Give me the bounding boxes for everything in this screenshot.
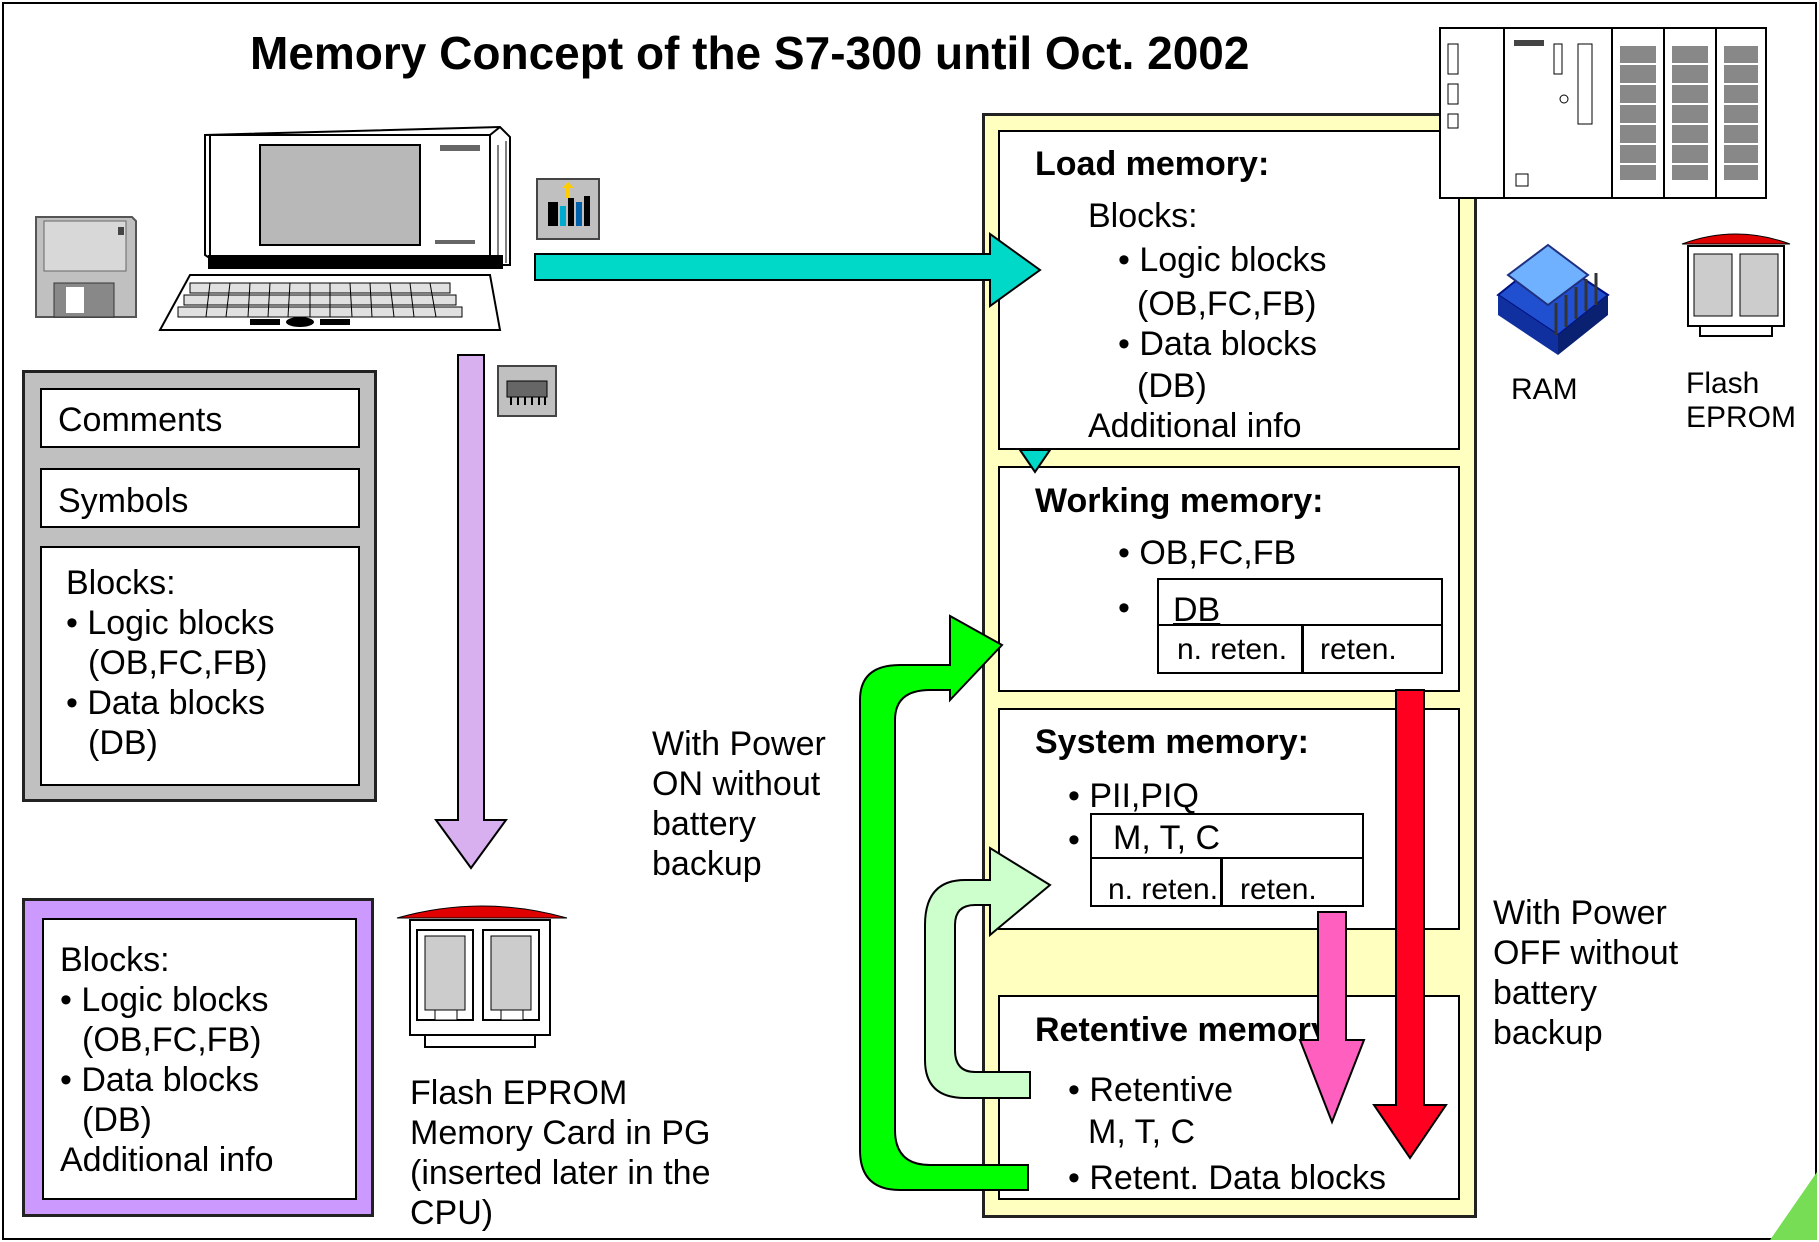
pg-data-blocks: • Data blocks [66,684,265,722]
comments-box [40,388,360,448]
floppy-disk-icon [35,216,137,318]
memory-card-icon [396,905,568,1048]
power-off-line-3: battery [1493,974,1597,1012]
power-off-loss-arrow [1372,689,1448,1160]
memory-card-caption: Flash EPROM Memory Card in PG (inserted … [410,1073,711,1233]
working-memory-db-split [1301,624,1304,674]
power-off-note: With Power OFF without battery backup [1493,893,1678,1053]
ram-chip-icon [1496,243,1610,355]
pg-data-blocks-type: (DB) [88,724,158,762]
power-off-line-4: backup [1493,1014,1603,1052]
load-memory-logic-blocks: • Logic blocks [1118,241,1327,279]
power-on-restore-arrow [859,614,1029,1191]
load-memory-additional-info: Additional info [1088,407,1302,445]
working-memory-db-divider [1157,624,1443,626]
load-memory-box [998,130,1460,450]
programming-device-illustration [158,125,511,331]
system-memory-title: System memory: [1035,723,1310,761]
power-on-line-1: With Power [652,725,826,763]
download-arrow [534,232,1042,308]
load-memory-data-blocks: • Data blocks [1118,325,1317,363]
system-memory-retentive: reten. [1240,873,1317,906]
retentive-memory-data-blocks: • Retent. Data blocks [1068,1159,1387,1197]
working-memory-db-bullet: • [1118,589,1130,627]
mc-caption-line-4: CPU) [410,1194,494,1232]
ram-label: RAM [1511,373,1578,406]
system-memory-mtc-divider [1090,857,1364,859]
system-memory-non-retentive: n. reten. [1108,873,1219,906]
load-to-working-pointer [1018,449,1052,474]
flash-label-line-1: Flash [1686,367,1760,400]
memory-card-arrow [434,354,508,870]
mc-logic-blocks: • Logic blocks [60,981,269,1019]
mc-caption-line-2: Memory Card in PG [410,1114,711,1152]
power-on-line-2: ON without [652,765,821,803]
power-on-line-3: battery [652,805,756,843]
mc-blocks-heading: Blocks: [60,941,170,979]
pg-logic-blocks-types: (OB,FC,FB) [88,644,268,682]
system-memory-pii-piq: • PII,PIQ [1068,777,1199,815]
mc-logic-blocks-types: (OB,FC,FB) [82,1021,262,1059]
working-memory-db-label: DB [1173,591,1221,629]
system-memory-mtc-bullet: • [1068,821,1080,859]
comments-label: Comments [58,401,223,439]
symbols-box [40,468,360,528]
download-to-plc-icon[interactable] [536,178,600,240]
memory-card-blocks-list: Blocks: • Logic blocks (OB,FC,FB) • Data… [60,940,274,1180]
system-to-retentive-arrow [1298,911,1366,1125]
retentive-memory-title: Retentive memory: [1035,1011,1342,1049]
corner-marker [1770,1172,1817,1240]
page-title: Memory Concept of the S7-300 until Oct. … [250,27,1250,79]
memory-card-program-icon[interactable] [497,365,557,417]
power-off-line-1: With Power [1493,894,1667,932]
load-memory-blocks: Blocks: [1088,197,1198,235]
working-memory-non-retentive: n. reten. [1177,633,1288,666]
working-memory-code: • OB,FC,FB [1118,534,1297,572]
load-memory-logic-types: (OB,FC,FB) [1137,285,1317,323]
symbols-label: Symbols [58,482,189,520]
flash-label-line-2: EPROM [1686,401,1797,434]
pg-logic-blocks: • Logic blocks [66,604,275,642]
mc-caption-line-3: (inserted later in the [410,1154,711,1192]
pg-blocks-heading: Blocks: [66,564,176,602]
flash-eprom-icon [1681,233,1791,337]
pg-blocks-box [40,546,360,786]
flash-eprom-label: Flash EPROM [1686,367,1796,435]
mc-data-blocks-type: (DB) [82,1101,152,1139]
load-memory-data-type: (DB) [1137,367,1207,405]
plc-rack-illustration [1439,27,1767,199]
power-off-line-2: OFF without [1493,934,1679,972]
pg-blocks-list: Blocks: • Logic blocks (OB,FC,FB) • Data… [66,563,274,763]
system-memory-mtc-split [1220,857,1223,907]
system-memory-mtc-label: M, T, C [1113,819,1221,857]
mc-additional-info: Additional info [60,1141,274,1179]
mc-caption-line-1: Flash EPROM [410,1074,628,1112]
retentive-memory-box [998,995,1460,1200]
working-memory-retentive: reten. [1320,633,1397,666]
mc-data-blocks: • Data blocks [60,1061,259,1099]
working-memory-title: Working memory: [1035,482,1324,520]
working-memory-db-box [1157,578,1443,674]
power-on-line-4: backup [652,845,762,883]
retentive-memory-line-1: • Retentive [1068,1071,1233,1109]
memory-card-contents-box [42,918,357,1200]
power-on-note: With Power ON without battery backup [652,724,826,884]
retentive-to-system-arrow [924,846,1052,1099]
system-memory-mtc-box [1090,813,1364,907]
retentive-memory-line-2: M, T, C [1088,1113,1196,1151]
load-memory-title: Load memory: [1035,145,1270,183]
